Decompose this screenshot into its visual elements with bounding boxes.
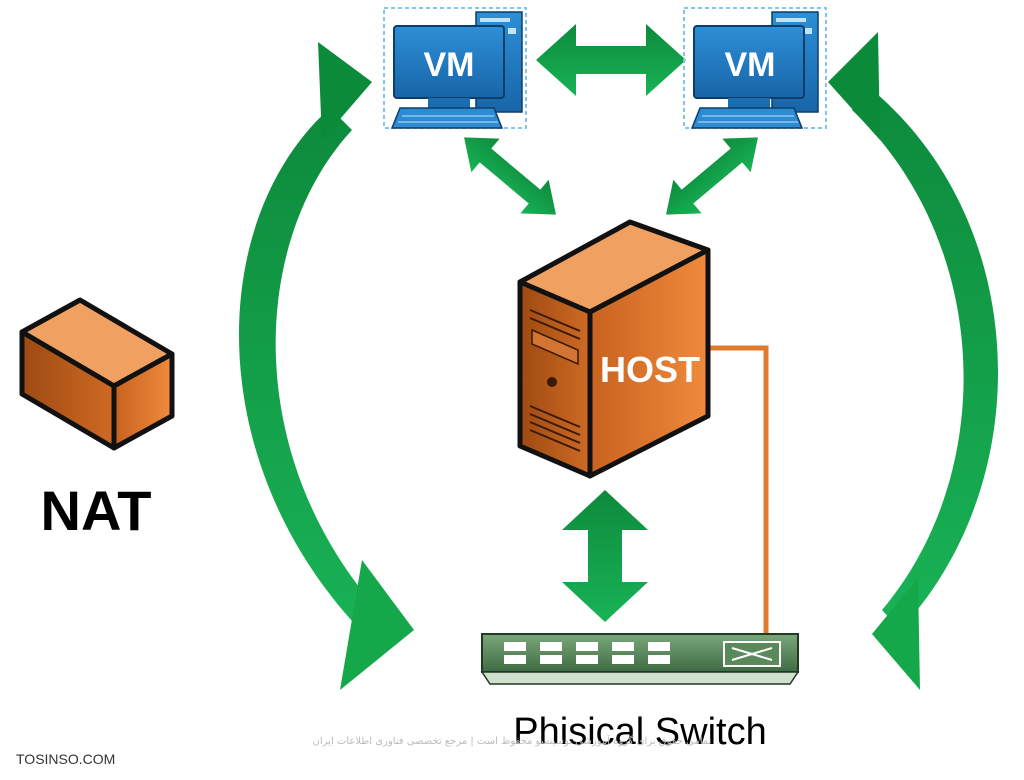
switch-label: Phisical Switch	[513, 711, 766, 753]
vm-left-host-arrow	[464, 137, 556, 215]
nat-label: NAT	[41, 479, 152, 542]
left-curved-arrow	[238, 42, 414, 690]
vm-left-label: VM	[424, 46, 475, 84]
host-server-icon: HOST	[517, 219, 711, 479]
watermark-text: تمامی حقوق برای گروه آموزشی توسینسو محفو…	[313, 734, 712, 747]
vm-right-icon: VM	[683, 7, 827, 129]
vm-left-icon: VM	[383, 7, 527, 129]
vm-right-label: VM	[725, 46, 776, 84]
right-curved-arrow	[828, 32, 998, 690]
host-switch-cable	[700, 345, 769, 640]
vm-to-vm-arrow	[536, 24, 686, 96]
vm-right-host-arrow	[666, 137, 758, 215]
physical-switch-icon	[480, 633, 800, 685]
host-switch-arrow	[562, 490, 648, 622]
host-label: HOST	[600, 349, 700, 390]
brand-label: TOSINSO.COM	[16, 751, 115, 767]
nat-box-icon	[19, 297, 175, 451]
